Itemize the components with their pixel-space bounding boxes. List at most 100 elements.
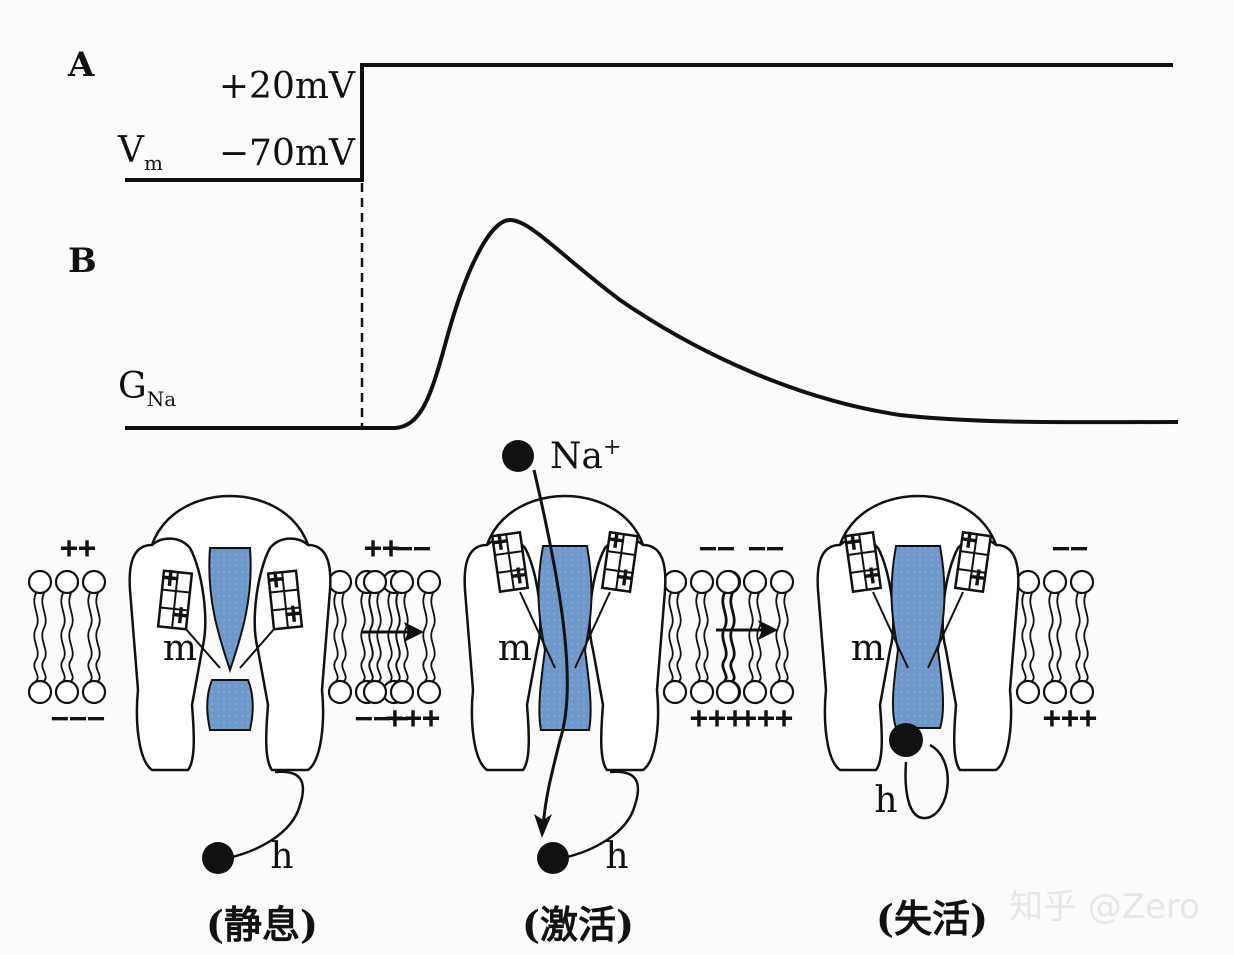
intracellular-charge-right: +++ <box>690 701 744 736</box>
watermark: 知乎 @Zero <box>1009 887 1200 927</box>
lipid-head <box>56 681 78 703</box>
state-caption-resting: (静息) <box>206 902 318 947</box>
lipid-tail <box>342 593 345 681</box>
h-gate-ball <box>889 723 923 757</box>
extracellular-charge-left: −− <box>748 531 784 566</box>
sodium-ion-label: Na+ <box>550 435 621 477</box>
lipid-head <box>717 681 739 703</box>
lipid-tail <box>696 593 699 681</box>
state-caption-activated: (激活) <box>522 902 634 947</box>
lipid-head <box>771 571 793 593</box>
vm-label: Vm <box>117 130 163 175</box>
lipid-head <box>744 571 766 593</box>
lipid-head <box>391 571 413 593</box>
lipid-tail <box>96 593 99 681</box>
lipid-head <box>1071 681 1093 703</box>
lipid-head <box>418 681 440 703</box>
extracellular-charge-left: ++ <box>60 531 96 566</box>
extracellular-charge-left: −− <box>395 531 431 566</box>
lipid-tail <box>377 593 380 681</box>
svg-text:+: + <box>283 595 305 632</box>
lipid-head <box>83 571 105 593</box>
lipid-head <box>29 681 51 703</box>
lipid-head <box>1017 571 1039 593</box>
lipid-tail <box>704 593 707 681</box>
lipid-tail <box>784 593 787 681</box>
lipid-tail <box>34 593 37 681</box>
lipid-head <box>691 571 713 593</box>
lipid-head <box>418 571 440 593</box>
lipid-head <box>1044 571 1066 593</box>
lipid-tail <box>61 593 64 681</box>
lipid-tail <box>776 593 779 681</box>
h-gate-label: h <box>605 836 628 877</box>
lipid-head <box>29 571 51 593</box>
channel-resting: ++++m++++−−−−−−h <box>29 496 409 877</box>
panel-b-label: B <box>68 241 97 281</box>
lipid-head <box>329 681 351 703</box>
lipid-tail <box>369 593 372 681</box>
state-caption-inactivated: (失活) <box>876 896 988 941</box>
gna-conductance-trace <box>125 220 1178 428</box>
intracellular-charge-left: +++ <box>386 701 440 736</box>
lipid-head <box>329 571 351 593</box>
lipid-head <box>1071 571 1093 593</box>
lipid-tail <box>1030 593 1033 681</box>
svg-text:+: + <box>265 561 287 598</box>
lipid-tail <box>42 593 45 681</box>
lipid-head <box>364 681 386 703</box>
intracellular-charge-left: +++ <box>739 701 793 736</box>
lipid-tail <box>423 593 426 681</box>
h-gate-tether <box>906 745 948 818</box>
m-gate-label: m <box>498 628 532 669</box>
lipid-head <box>691 681 713 703</box>
lipid-head <box>391 681 413 703</box>
h-gate-ball <box>202 842 234 874</box>
channel-pore <box>892 546 945 728</box>
intracellular-charge-left: −−− <box>51 701 105 736</box>
h-gate-ball <box>537 842 569 874</box>
gna-label: GNa <box>118 366 176 411</box>
lipid-head <box>1017 681 1039 703</box>
lipid-tail <box>1022 593 1025 681</box>
lipid-tail <box>669 593 672 681</box>
voltage-low-label: −70mV <box>219 133 356 174</box>
channel-pore <box>207 548 253 730</box>
lipid-tail <box>1084 593 1087 681</box>
lipid-tail <box>1076 593 1079 681</box>
lipid-head <box>1044 681 1066 703</box>
lipid-head <box>664 681 686 703</box>
lipid-tail <box>388 593 391 681</box>
lipid-head <box>744 681 766 703</box>
svg-text:+: + <box>159 560 181 597</box>
lipid-tail <box>361 593 364 681</box>
lipid-tail <box>396 593 399 681</box>
lipid-tail <box>677 593 680 681</box>
m-gate-label: m <box>163 628 197 669</box>
lipid-tail <box>431 593 434 681</box>
channel-activated: ++++m−−−−++++++h <box>364 496 744 877</box>
extracellular-charge-right: −− <box>1052 531 1088 566</box>
m-gate-label: m <box>851 628 885 669</box>
extracellular-charge-right: −− <box>699 531 735 566</box>
lipid-head <box>717 571 739 593</box>
lipid-tail <box>1057 593 1060 681</box>
lipid-head <box>83 681 105 703</box>
lipid-head <box>664 571 686 593</box>
sodium-ion <box>502 440 534 472</box>
lipid-tail <box>749 593 752 681</box>
lipid-tail <box>334 593 337 681</box>
h-gate-label: h <box>270 836 293 877</box>
lipid-tail <box>88 593 91 681</box>
lipid-tail <box>69 593 72 681</box>
lipid-tail <box>1049 593 1052 681</box>
channel-inactivated: ++++m−−−−++++++h <box>717 496 1097 821</box>
panel-a-label: A <box>67 45 95 85</box>
h-gate-label: h <box>874 780 897 821</box>
lipid-head <box>56 571 78 593</box>
voltage-high-label: +20mV <box>219 66 356 107</box>
intracellular-charge-right: +++ <box>1043 701 1097 736</box>
lipid-head <box>364 571 386 593</box>
